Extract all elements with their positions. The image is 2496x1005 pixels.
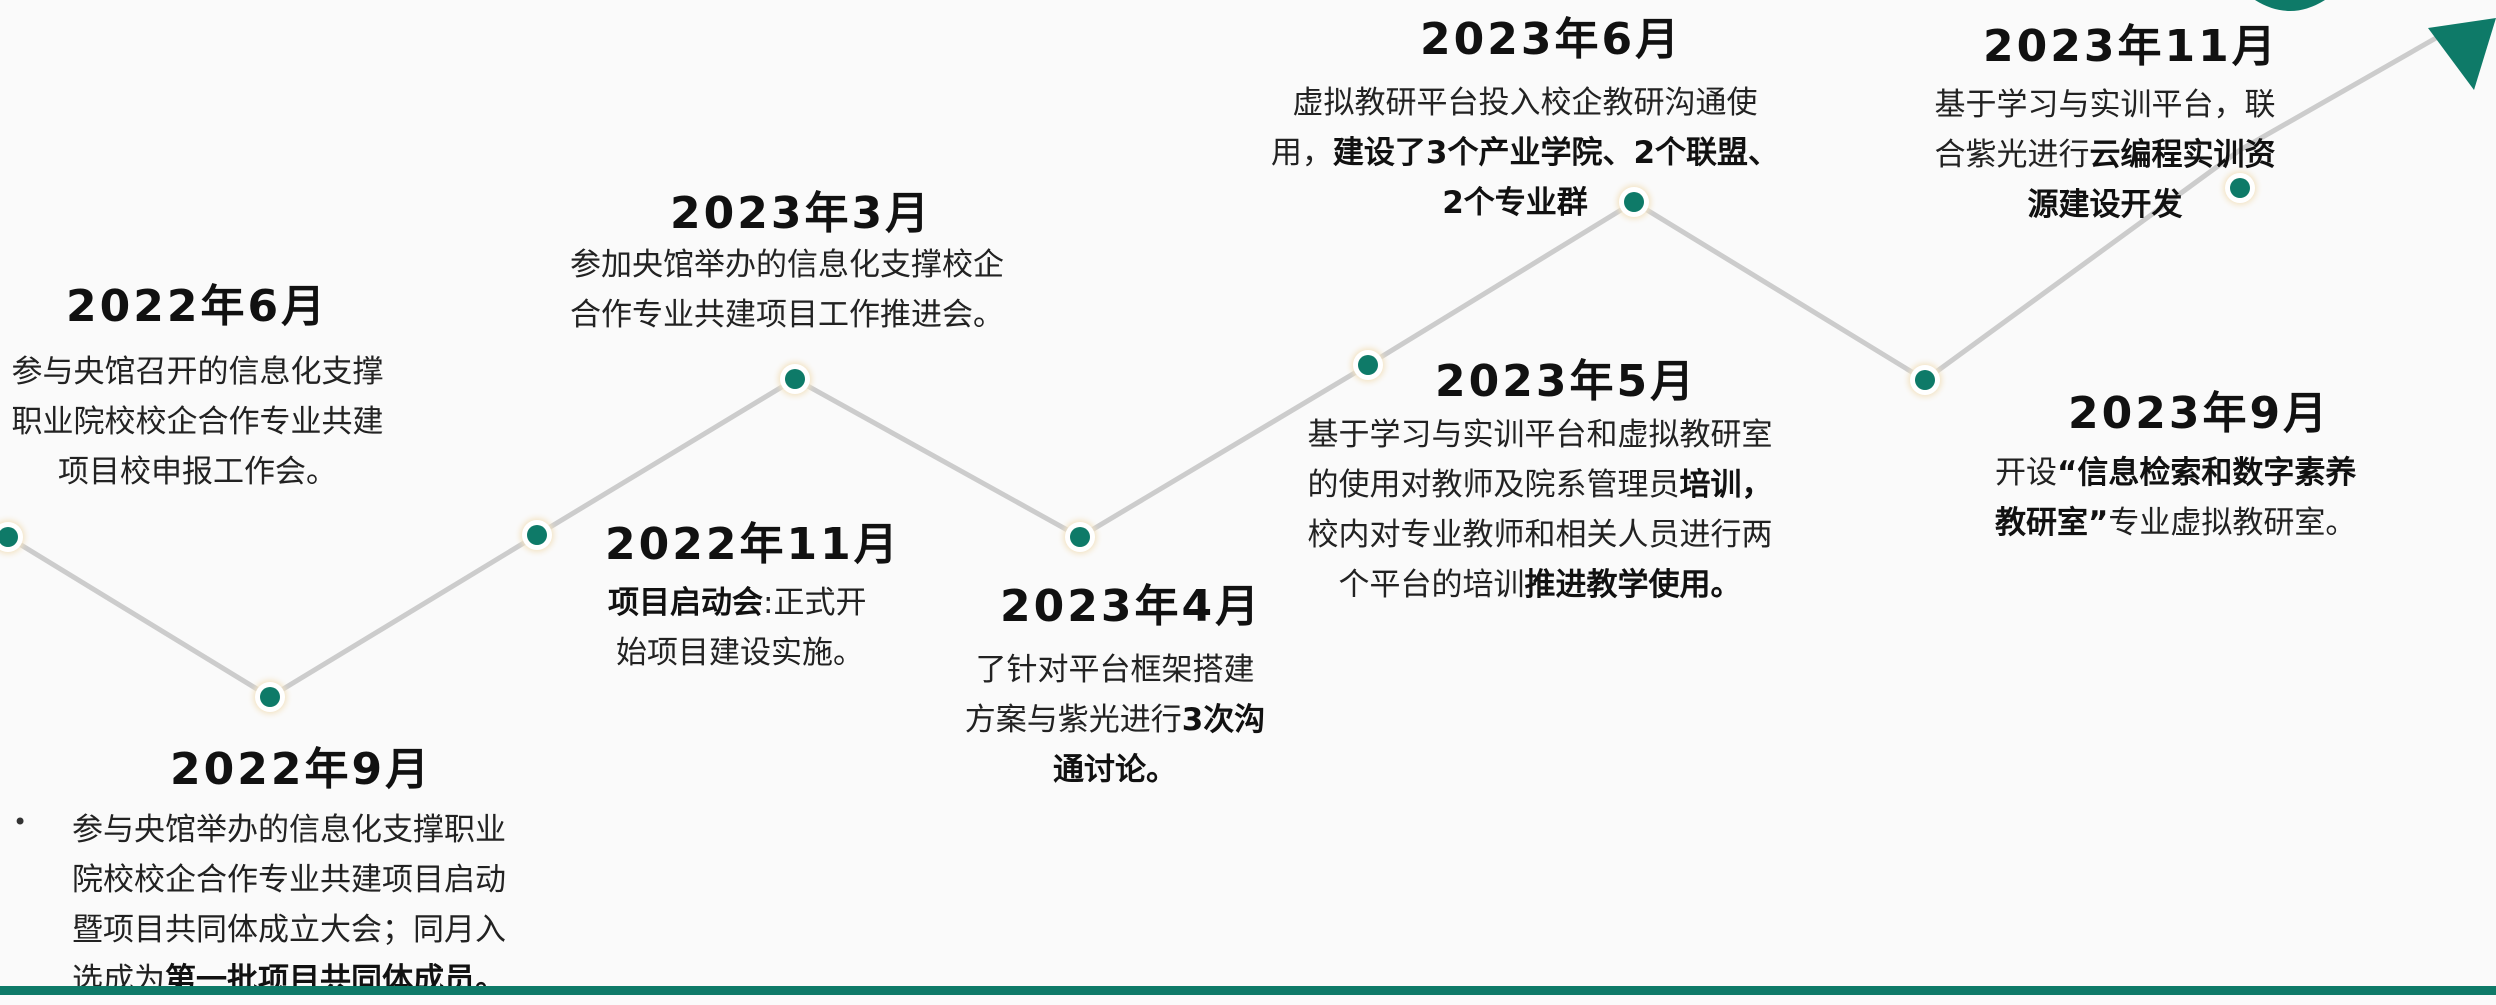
desc-line: 参与央馆举办的信息化支撑职业 <box>72 812 506 848</box>
bottom-accent-bar <box>0 986 2496 995</box>
desc-line: 个平台的培训推进教学使用。 <box>1338 567 1742 603</box>
timeline-node-2023-06 <box>1617 185 1651 219</box>
timeline-node-2022-11 <box>520 518 554 552</box>
desc-emphasis: “信息检索和数字素养 <box>2057 455 2357 491</box>
milestone-desc-2023-06: 虚拟教研平台投入校企教研沟通使 用，建设了3个产业学院、2个联盟、 2个专业群 <box>1270 78 1780 228</box>
milestone-date-2023-05: 2023年5月 <box>1435 356 1698 407</box>
milestone-desc-2022-09: 参与央馆举办的信息化支撑职业 院校校企合作专业共建项目启动 暨项目共同体成立大会… <box>72 805 552 1005</box>
desc-emphasis: 通讨论。 <box>1053 752 1177 788</box>
desc-line: 源建设开发 <box>1915 180 2295 230</box>
desc-line: 基于学习与实训平台，联 <box>1934 87 2276 123</box>
milestone-date-2023-03: 2023年3月 <box>670 188 933 239</box>
desc-emphasis: 3次沟 <box>1181 702 1266 738</box>
desc-line: 合紫光进行云编程实训资 <box>1934 137 2276 173</box>
desc-line: 参与央馆召开的信息化支撑 <box>11 354 384 390</box>
desc-emphasis: 建设了3个产业学院、2个联盟、 <box>1332 135 1780 171</box>
desc-line: 基于学习与实训平台和虚拟教研室 <box>1307 417 1773 453</box>
desc-line: 通讨论。 <box>945 745 1285 795</box>
desc-emphasis: 培训， <box>1679 467 1773 503</box>
milestone-date-2022-11: 2022年11月 <box>605 519 901 570</box>
desc-line: 项目校申报工作会。 <box>58 454 337 490</box>
milestone-desc-2023-05: 基于学习与实训平台和虚拟教研室 的使用对教师及院系管理员培训， 校内对专业教师和… <box>1295 410 1785 610</box>
desc-emphasis: 推进教学使用。 <box>1524 567 1742 603</box>
desc-emphasis: 云编程实训资 <box>2089 137 2276 173</box>
desc-line: 用，建设了3个产业学院、2个联盟、 <box>1270 135 1780 171</box>
desc-line: 选成为第一批项目共同体成员。 <box>72 962 506 998</box>
milestone-desc-2023-03: 参加央馆举办的信息化支撑校企 合作专业共建项目工作推进会。 <box>570 240 1040 340</box>
milestone-desc-2022-11: 项目启动会:正式开 始项目建设实施。 <box>608 578 928 678</box>
timeline-node-2023-11 <box>2223 171 2257 205</box>
milestone-date-2023-11: 2023年11月 <box>1983 21 2279 72</box>
milestone-date-2022-06: 2022年6月 <box>66 281 329 332</box>
desc-line: 合作专业共建项目工作推进会。 <box>570 297 1004 333</box>
milestone-desc-2023-09: 开设“信息检索和数字素养 教研室”专业虚拟教研室。 <box>1995 448 2415 548</box>
desc-emphasis: 源建设开发 <box>2027 187 2183 223</box>
desc-line: 了针对平台框架搭建 <box>975 652 1255 688</box>
milestone-date-2023-06: 2023年6月 <box>1420 14 1683 65</box>
timeline-node-2022-09 <box>253 680 287 714</box>
desc-line: 方案与紫光进行3次沟 <box>964 702 1266 738</box>
milestone-desc-2022-06: 参与央馆召开的信息化支撑 职业院校校企合作专业共建 项目校申报工作会。 <box>0 347 395 497</box>
desc-emphasis: 教研室” <box>1995 505 2109 541</box>
milestone-date-2023-09: 2023年9月 <box>2068 388 2331 439</box>
milestone-date-2023-04: 2023年4月 <box>1000 581 1263 632</box>
timeline-node-2023-03 <box>778 362 812 396</box>
timeline-node-2023-09 <box>1908 363 1942 397</box>
desc-line: 项目启动会:正式开 <box>608 585 867 621</box>
bullet-icon: • <box>13 808 28 836</box>
desc-line: 院校校企合作专业共建项目启动 <box>72 862 506 898</box>
desc-emphasis: 2个专业群 <box>1442 185 1588 221</box>
desc-line: 暨项目共同体成立大会；同月入 <box>72 912 506 948</box>
milestone-desc-2023-04: 了针对平台框架搭建 方案与紫光进行3次沟 通讨论。 <box>945 645 1285 795</box>
corner-badge <box>2255 0 2325 11</box>
timeline-node-2023-05 <box>1351 348 1385 382</box>
desc-line: 参加央馆举办的信息化支撑校企 <box>570 247 1004 283</box>
desc-line: 虚拟教研平台投入校企教研沟通使 <box>1292 85 1758 121</box>
desc-line: 校内对专业教师和相关人员进行两 <box>1307 517 1773 553</box>
milestone-desc-2023-11: 基于学习与实训平台，联 合紫光进行云编程实训资 源建设开发 <box>1915 80 2295 230</box>
desc-line: 始项目建设实施。 <box>616 635 864 671</box>
milestone-date-2022-09: 2022年9月 <box>170 744 433 795</box>
desc-line: 开设“信息检索和数字素养 <box>1995 455 2357 491</box>
timeline-node-2023-04 <box>1063 520 1097 554</box>
desc-line: 教研室”专业虚拟教研室。 <box>1995 505 2357 541</box>
desc-emphasis: 项目启动会 <box>608 585 763 621</box>
desc-line: 职业院校校企合作专业共建 <box>11 404 384 440</box>
timeline-arrow-head <box>2428 18 2496 90</box>
desc-line: 的使用对教师及院系管理员培训， <box>1307 467 1773 503</box>
timeline-line <box>6 27 2452 700</box>
desc-line: 2个专业群 <box>1270 178 1780 228</box>
timeline-node-2022-06 <box>0 520 25 554</box>
